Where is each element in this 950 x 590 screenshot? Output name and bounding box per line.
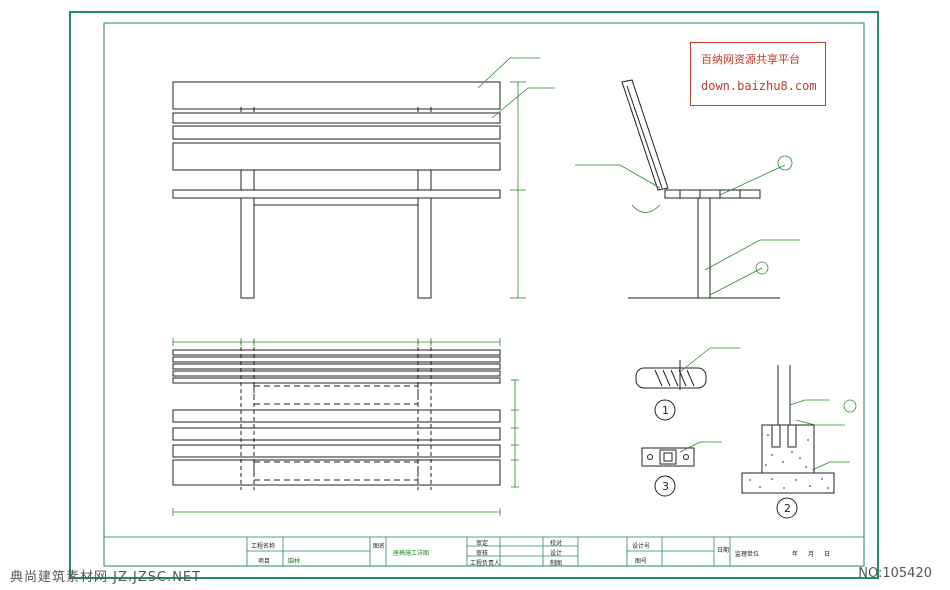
detail-2-drawing bbox=[741, 365, 835, 519]
detail-1-drawing bbox=[635, 360, 707, 421]
project-lead-label: 工程负责人 bbox=[470, 560, 501, 567]
outer-border bbox=[69, 11, 879, 579]
stamp-url: down.baizhu8.com bbox=[701, 79, 817, 93]
front-elevation bbox=[172, 81, 501, 299]
detail-3-label: 3 bbox=[662, 480, 669, 493]
sheet-label: 图号 bbox=[635, 558, 648, 565]
detail-1-label: 1 bbox=[662, 404, 669, 417]
plan-dimensions bbox=[172, 338, 519, 516]
company-label: 监理单位 bbox=[735, 551, 760, 558]
watermark-right: NO:105420 bbox=[858, 566, 932, 581]
detail-2-hatch bbox=[749, 434, 829, 489]
front-dimension bbox=[477, 57, 555, 299]
plan-view bbox=[172, 340, 501, 490]
drawing-title: 座椅施工详图 bbox=[393, 550, 430, 557]
draw-label: 制图 bbox=[550, 560, 563, 567]
drawing-label: 图名 bbox=[373, 543, 386, 550]
detail-1-leader bbox=[679, 347, 740, 373]
watermark-stamp: 百纳网资源共享平台 down.baizhu8.com bbox=[690, 42, 826, 106]
item-value: 園林 bbox=[288, 558, 301, 565]
drawing-no-label: 设计号 bbox=[632, 543, 651, 550]
month-label: 月 bbox=[808, 551, 815, 558]
watermark-left: 典尚建筑素材网 JZ.JZSC.NET bbox=[10, 570, 202, 585]
detail-2-leaders bbox=[789, 399, 857, 471]
detail-3-drawing bbox=[641, 447, 695, 497]
review-label: 审核 bbox=[476, 550, 489, 557]
side-elevation bbox=[621, 79, 780, 299]
date-label: 日期 bbox=[717, 547, 730, 554]
project-name-label: 工程名称 bbox=[251, 543, 276, 550]
detail-3-leader bbox=[679, 441, 722, 453]
design-label: 设计 bbox=[550, 550, 563, 557]
title-block bbox=[103, 536, 865, 567]
item-label: 项目 bbox=[258, 558, 271, 565]
side-leaders bbox=[575, 155, 800, 296]
stamp-name: 百纳网资源共享平台 bbox=[701, 53, 800, 66]
day-label: 日 bbox=[824, 551, 831, 558]
approve-label: 审定 bbox=[476, 540, 489, 547]
year-label: 年 bbox=[792, 551, 799, 558]
check-label: 校对 bbox=[550, 540, 563, 547]
detail-2-label: 2 bbox=[784, 502, 791, 515]
